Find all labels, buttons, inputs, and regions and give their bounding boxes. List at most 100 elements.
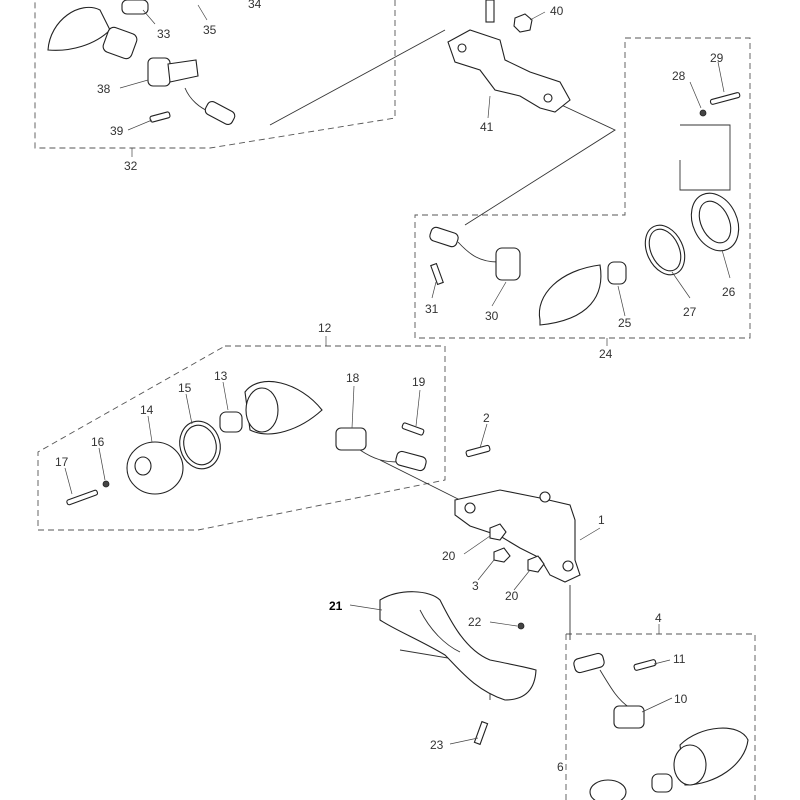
label-6: 6 <box>557 760 564 774</box>
bracket-1-leader <box>579 527 601 541</box>
label-26: 26 <box>722 285 736 299</box>
group-box-12 <box>37 345 446 531</box>
rim-26-inner <box>698 200 732 244</box>
leader-38 <box>119 79 149 89</box>
socket-18 <box>335 427 367 451</box>
screw-17 <box>66 489 99 506</box>
leader-39 <box>127 119 153 131</box>
socket-38 <box>147 57 171 87</box>
label-4: 4 <box>655 611 662 625</box>
socket-10 <box>613 705 645 729</box>
bracket-41-hole-a <box>457 43 467 53</box>
connect-32-41 <box>269 29 446 126</box>
screw-23 <box>473 720 489 746</box>
leader-19 <box>415 389 421 427</box>
wire-right <box>457 241 499 263</box>
bulb-33 <box>121 0 149 15</box>
label-19: 19 <box>412 375 426 389</box>
leader-31 <box>431 281 437 299</box>
bulb-13 <box>219 411 243 433</box>
bracket-1-hole-c <box>539 491 551 503</box>
label-25: 25 <box>618 316 632 330</box>
connect-41-24 <box>464 94 616 226</box>
main-bracket-1 <box>454 489 581 583</box>
socket-30 <box>495 247 521 281</box>
screw-19 <box>401 422 425 436</box>
bracket-1-hole-a <box>464 502 476 514</box>
leader-40 <box>529 11 546 21</box>
leader-20a <box>463 535 491 555</box>
leader-21 <box>349 604 383 611</box>
label-14: 14 <box>140 403 154 417</box>
screw-31 <box>430 262 444 286</box>
label-24: 24 <box>599 347 613 361</box>
label-41: 41 <box>480 120 494 134</box>
cover-21 <box>379 591 537 701</box>
connector-middle <box>395 450 427 472</box>
screw-28 <box>699 109 707 117</box>
label-23: 23 <box>430 738 444 752</box>
screw-2 <box>465 444 491 458</box>
label-11: 11 <box>673 652 686 666</box>
label-1: 1 <box>598 513 605 527</box>
housing-face-middle <box>245 387 279 433</box>
label-30: 30 <box>485 309 499 323</box>
leader-27 <box>671 271 691 299</box>
connect-29-box <box>679 124 731 191</box>
leader-10 <box>641 697 673 713</box>
wire-middle <box>359 449 399 463</box>
leader-28 <box>689 81 702 109</box>
bracket-41-hole-b <box>543 93 553 103</box>
group-box-4 <box>566 633 756 800</box>
label-16: 16 <box>91 435 105 449</box>
leader-29 <box>717 61 725 93</box>
label-39: 39 <box>110 124 124 138</box>
leader-13 <box>222 381 229 411</box>
leader-22 <box>489 621 518 627</box>
leader-26 <box>721 249 731 279</box>
leader-20b <box>513 569 531 591</box>
screw-top-41 <box>485 0 495 23</box>
bulb-lower-right <box>651 773 673 793</box>
label-21: 21 <box>329 599 343 613</box>
leader-16 <box>98 447 106 481</box>
nut-40 <box>513 13 533 33</box>
label-27: 27 <box>683 305 697 319</box>
label-15: 15 <box>178 381 192 395</box>
leader-23 <box>449 737 479 745</box>
label-29: 29 <box>710 51 724 65</box>
rim-14-hole <box>134 456 152 476</box>
label-22: 22 <box>468 615 482 629</box>
label-35: 35 <box>203 23 217 37</box>
leader-17 <box>64 467 73 495</box>
nut-20b <box>527 555 545 573</box>
leader-35 <box>197 4 208 21</box>
label-12: 12 <box>318 321 332 335</box>
group-box-24 <box>414 37 751 339</box>
gasket-27-inner <box>648 228 682 272</box>
label-28: 28 <box>672 69 686 83</box>
signal-lens-upper-left <box>47 6 111 51</box>
label-10: 10 <box>674 692 688 706</box>
label-33: 33 <box>157 27 171 41</box>
screw-39 <box>149 111 171 123</box>
label-20b: 20 <box>505 589 519 603</box>
screw-11 <box>633 659 657 671</box>
cover-21-inner <box>419 609 461 653</box>
label-18: 18 <box>346 371 360 385</box>
washer-16 <box>102 480 110 488</box>
leader-25 <box>617 285 626 317</box>
connect-12-1 <box>379 459 461 501</box>
leader-14 <box>147 415 153 443</box>
label-34: 34 <box>248 0 262 11</box>
gasket-15-inner <box>183 424 217 466</box>
bracket-41 <box>447 29 571 113</box>
connector-lower-left <box>204 100 236 126</box>
connector-lower-right <box>573 652 605 674</box>
leader-3 <box>477 559 495 581</box>
stem-38 <box>167 59 199 83</box>
screw-29 <box>709 92 741 105</box>
nut-3 <box>493 547 511 563</box>
leader-15 <box>185 393 193 425</box>
